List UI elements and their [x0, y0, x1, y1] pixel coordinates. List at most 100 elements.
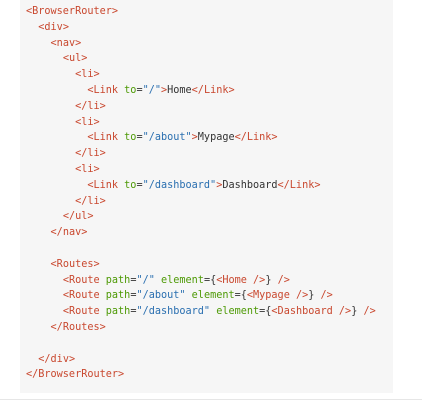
code-token-text: = [130, 274, 137, 286]
code-token-tag: <BrowserRouter> [26, 6, 119, 17]
code-token-tag: <li> [75, 69, 100, 81]
divider [0, 399, 422, 400]
code-token-tag: </div> [38, 353, 76, 365]
code-token-string: "/dashboard" [136, 306, 211, 318]
code-token-tag: <ul> [62, 53, 88, 65]
code-token-text [26, 290, 63, 301]
code-token-tag: /> [253, 274, 266, 286]
code-token-tag: </Link> [234, 132, 278, 144]
code-line: </nav> [26, 225, 393, 241]
code-token-tag: <Route [62, 274, 100, 286]
code-line: <Link to="/">Home</Link> [26, 83, 393, 99]
code-line: <Route path="/" element={<Home />} /> [26, 273, 393, 289]
code-token-tag: <Home [216, 274, 247, 286]
code-token-tag: <Routes> [50, 258, 100, 270]
code-token-tag: /> [338, 306, 352, 318]
code-token-tag: </li> [75, 100, 106, 112]
code-line: </li> [26, 146, 393, 162]
code-token-tag: </li> [75, 195, 106, 207]
code-line: <BrowserRouter> [26, 4, 393, 20]
code-token-text [26, 322, 51, 333]
code-token-brace: ={ [259, 306, 272, 318]
code-token-brace: ={ [234, 290, 247, 302]
code-line [26, 241, 393, 257]
code-token-attr: path [105, 274, 131, 286]
code-line: </div> [26, 352, 393, 368]
code-token-attr: path [105, 290, 131, 302]
code-token-text: = [136, 84, 143, 96]
code-token-tag: </ul> [62, 211, 94, 223]
code-token-text [26, 22, 38, 33]
code-token-tag: </BrowserRouter> [26, 369, 125, 381]
code-token-tag: <Link [87, 179, 119, 191]
code-token-string: "/" [136, 274, 155, 286]
code-token-brace: } [265, 274, 278, 286]
code-token-tag: /> [320, 290, 333, 302]
code-token-tag: > [160, 84, 168, 96]
code-token-text [26, 148, 75, 159]
code-token-text [26, 69, 75, 80]
code-line: <nav> [26, 36, 393, 52]
code-token-tag: </Link> [277, 179, 321, 191]
code-token-tag: <nav> [50, 37, 82, 49]
code-token-tag: /> [295, 290, 309, 302]
code-token-attr: element [161, 274, 204, 286]
code-token-tag: <Mypage [246, 290, 290, 302]
code-token-tag: <Link [87, 132, 119, 144]
code-token-tag: <li> [75, 163, 100, 175]
code-token-brace: ={ [203, 274, 217, 286]
code-token-tag: <Link [87, 84, 119, 96]
code-line: <li> [26, 67, 393, 83]
code-token-tag: </Link> [191, 84, 235, 96]
code-token-text [26, 164, 75, 175]
code-line: <li> [26, 115, 393, 131]
code-line: <li> [26, 162, 393, 178]
code-token-attr: element [191, 290, 235, 302]
code-token-tag: /> [277, 274, 290, 286]
code-token-tag: <Route [62, 306, 100, 318]
code-token-tag: </Routes> [50, 321, 106, 333]
code-token-attr: path [105, 306, 131, 318]
code-line: <Link to="/about">Mypage</Link> [26, 130, 393, 146]
code-token-tag: <Route [62, 290, 100, 302]
code-token-text [26, 259, 51, 270]
code-line [26, 336, 393, 352]
code-token-string: "/" [142, 84, 161, 96]
code-token-text: = [130, 290, 137, 302]
code-token-tag: <li> [75, 116, 100, 128]
code-token-string: "/about" [136, 290, 186, 302]
code-token-text: Dashboard [222, 179, 278, 191]
code-token-attr: element [216, 306, 260, 318]
code-token-attr: to [124, 179, 137, 191]
code-line: <Link to="/dashboard">Dashboard</Link> [26, 178, 393, 194]
code-line: <ul> [26, 51, 393, 67]
code-token-text [26, 117, 75, 128]
code-token-text [26, 85, 87, 96]
code-token-string: "/about" [142, 132, 192, 144]
code-token-text [26, 306, 63, 317]
code-token-text [26, 211, 63, 222]
code-line: <div> [26, 20, 393, 36]
code-token-string: "/dashboard" [142, 179, 217, 191]
code-token-text [26, 132, 87, 143]
code-token-tag: <Dashboard [271, 306, 333, 318]
code-token-brace: } [351, 306, 364, 318]
code-token-tag: </nav> [50, 227, 88, 239]
code-token-tag: <div> [38, 21, 69, 33]
code-token-text [26, 53, 63, 64]
code-token-text [26, 354, 38, 365]
code-token-text: = [136, 132, 143, 144]
code-line: <Route path="/dashboard" element={<Dashb… [26, 304, 393, 320]
code-line: </Routes> [26, 320, 393, 336]
code-block: <BrowserRouter> <div> <nav> <ul> <li> <L… [20, 0, 393, 393]
code-token-text: = [130, 306, 137, 318]
code-token-text: = [136, 179, 143, 191]
code-token-tag: /> [363, 306, 376, 318]
code-token-text [26, 38, 51, 49]
code-line: <Routes> [26, 257, 393, 273]
code-token-text: Home [167, 84, 192, 96]
code-token-text [26, 227, 51, 238]
code-token-text [26, 196, 75, 207]
code-line: <Route path="/about" element={<Mypage />… [26, 288, 393, 304]
code-line: </li> [26, 99, 393, 115]
